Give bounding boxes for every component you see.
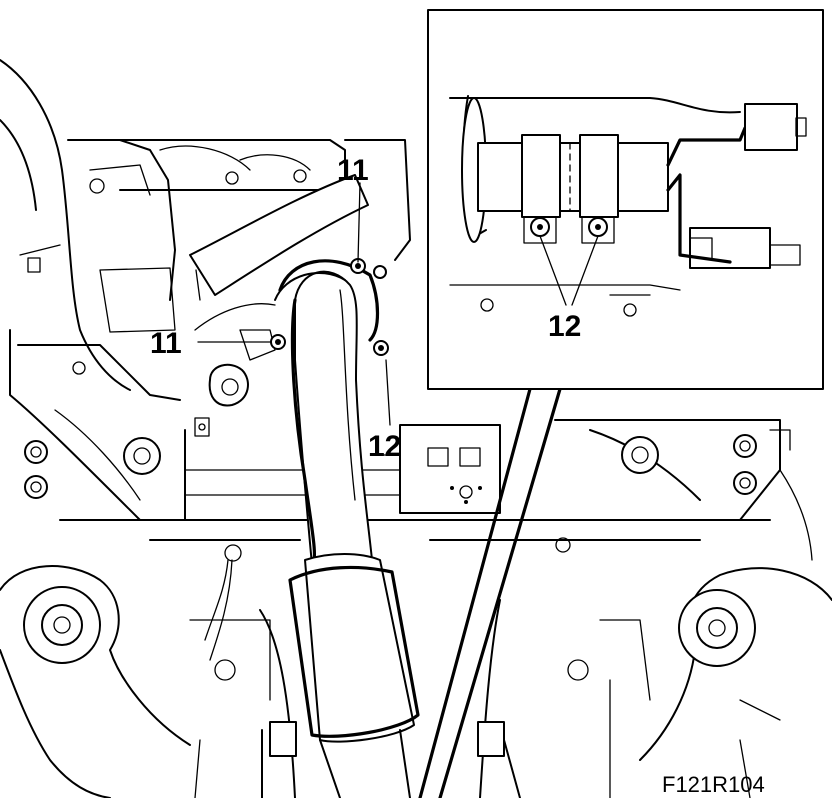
callout-label-top-11: 11 — [337, 154, 369, 187]
callout-group-main: 11 11 12 — [150, 154, 401, 463]
figure-id-label: F121R104 — [662, 772, 765, 797]
callout-label-bottom-12: 12 — [368, 430, 401, 463]
callout-label-inset-12: 12 — [548, 310, 581, 343]
callout-label-left-11: 11 — [150, 327, 182, 360]
detail-inset: 12 — [418, 9, 824, 798]
underbody-drawing — [0, 59, 832, 798]
exhaust-pipe — [270, 258, 420, 798]
